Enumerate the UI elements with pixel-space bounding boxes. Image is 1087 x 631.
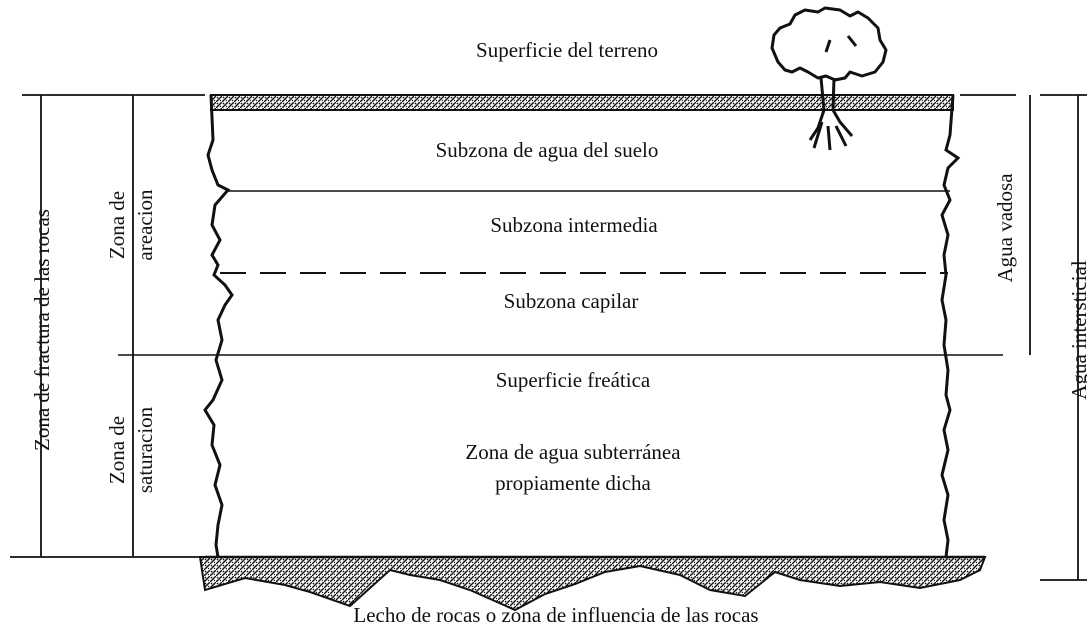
surface-label: Superficie del terreno [476,38,658,62]
aeration-zone-label-line2: areacion [133,189,157,261]
water-table-label: Superficie freática [496,368,651,392]
rock-fracture-zone-label: Zona de fractura de las rocas [30,209,54,451]
intermediate-label: Subzona intermedia [490,213,658,237]
bedrock-label: Lecho de rocas o zona de influencia de l… [353,603,758,627]
interstitial-water-label: Agua intersticial [1067,260,1087,400]
aeration-zone-label-line1: Zona de [105,191,129,259]
groundwater-label-line2: propiamente dicha [495,471,651,495]
tree-icon [770,6,888,151]
saturation-zone-label-line1: Zona de [105,416,129,484]
ground-surface-band [210,94,954,111]
left-wall [203,94,234,558]
right-wall [940,94,961,558]
soil-water-label: Subzona de agua del suelo [436,138,659,162]
capillary-label: Subzona capilar [504,289,639,313]
groundwater-label-line1: Zona de agua subterránea [465,440,681,464]
saturation-zone-label-line2: saturacion [133,406,157,493]
vadose-water-label: Agua vadosa [993,173,1017,283]
bedrock-band [198,556,987,612]
